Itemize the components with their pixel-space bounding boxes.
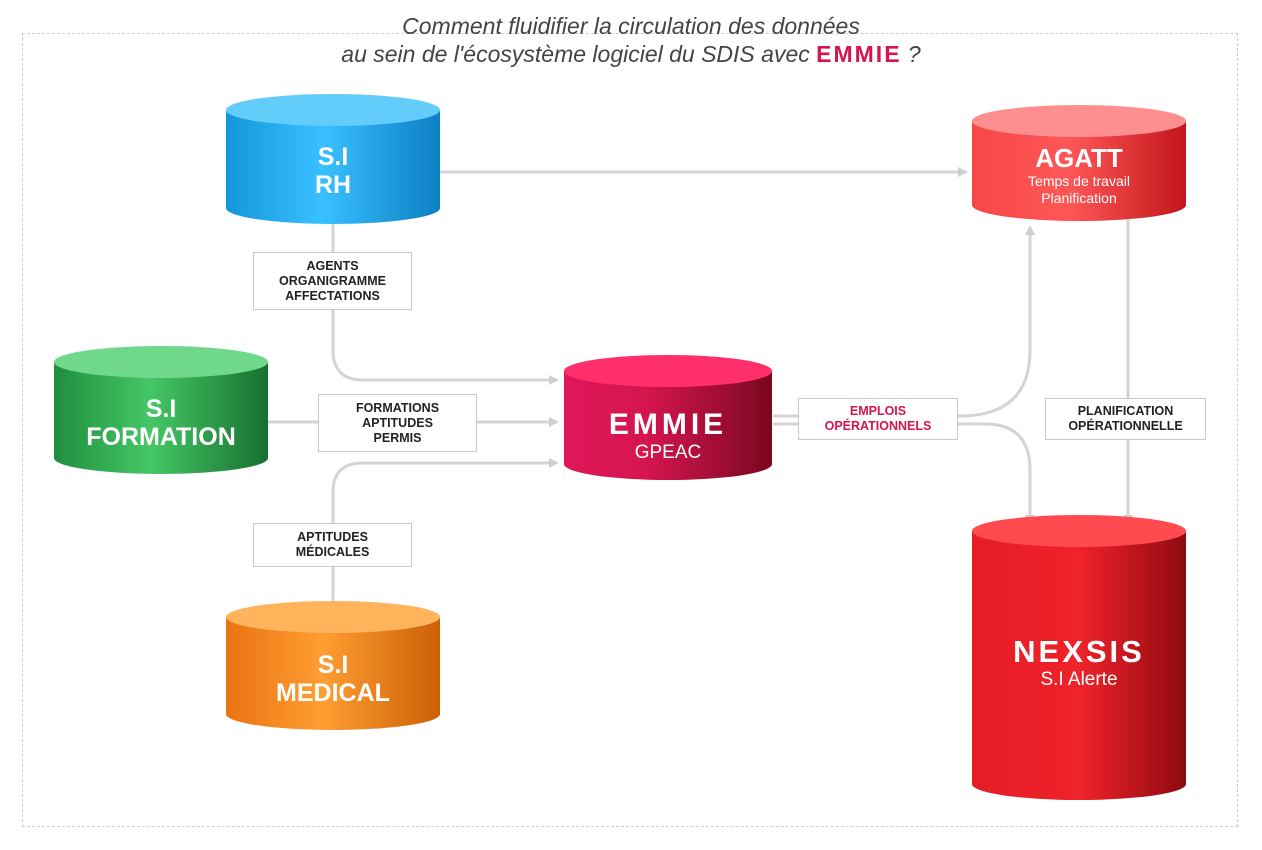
connector-rh-emmie <box>331 222 559 385</box>
label-agatt-nexsis: PLANIFICATION OPÉRATIONNELLE <box>1045 398 1206 440</box>
label-agatt-nexsis-line1: PLANIFICATION <box>1077 404 1174 418</box>
connector-emmie-agatt <box>773 225 1035 418</box>
node-emmie: EMMIE GPEAC <box>564 409 772 465</box>
title-line-2: au sein de l'écosystème logiciel du SDIS… <box>0 40 1262 68</box>
cylinder-agatt <box>972 105 1186 221</box>
node-nexsis-subtitle: S.I Alerte <box>1040 669 1118 690</box>
label-formation-emmie: FORMATIONS APTITUDES PERMIS <box>318 394 477 452</box>
label-rh-emmie-line2: ORGANIGRAMME <box>279 273 386 288</box>
node-agatt: AGATT Temps de travail Planification <box>972 144 1186 207</box>
label-formation-emmie-line1: FORMATIONS <box>355 400 440 415</box>
node-si-rh: S.I RH <box>226 143 440 199</box>
node-agatt-line3: Planification <box>1041 190 1117 206</box>
label-medical-emmie: APTITUDES MÉDICALES <box>253 523 412 567</box>
label-formation-emmie-line2: APTITUDES <box>362 415 433 430</box>
node-agatt-line2: Temps de travail <box>1028 173 1130 189</box>
node-si-formation-line2: FORMATION <box>86 423 236 451</box>
title-line-1: Comment fluidifier la circulation des do… <box>402 13 860 39</box>
title-suffix: ? <box>901 41 921 67</box>
node-emmie-logo: EMMIE <box>608 408 728 441</box>
title-brand-emmie: EMMIE <box>816 41 902 67</box>
connector-emmie-nexsis <box>773 422 1035 525</box>
node-si-rh-line2: RH <box>314 171 352 199</box>
label-rh-emmie-line3: AFFECTATIONS <box>285 288 380 303</box>
label-agatt-nexsis-line2: OPÉRATIONNELLE <box>1068 419 1183 433</box>
label-emmie-out-line2: OPÉRATIONNELS <box>824 419 932 433</box>
connector-medical-emmie <box>331 458 559 605</box>
label-medical-emmie-line1: APTITUDES <box>297 530 368 544</box>
node-si-formation: S.I FORMATION <box>54 395 268 451</box>
cylinder-si-formation <box>54 346 268 474</box>
label-rh-emmie-line1: AGENTS <box>306 258 359 273</box>
title-line-2-text: au sein de l'écosystème logiciel du SDIS… <box>341 41 810 67</box>
node-si-medical: S.I MEDICAL <box>226 651 440 707</box>
node-nexsis: NEXSIS S.I Alerte <box>972 636 1186 692</box>
node-si-rh-line1: S.I <box>317 143 349 171</box>
cylinder-si-medical <box>226 601 440 730</box>
diagram-frame <box>22 33 1238 827</box>
label-emmie-out-line1: EMPLOIS <box>849 404 907 418</box>
cylinder-emmie <box>564 355 772 480</box>
node-si-medical-line2: MEDICAL <box>276 679 390 707</box>
diagram-title: Comment fluidifier la circulation des do… <box>0 12 1262 68</box>
cylinder-si-rh <box>226 94 440 224</box>
node-si-medical-line1: S.I <box>317 651 349 679</box>
cylinder-nexsis <box>972 515 1186 800</box>
label-rh-emmie: AGENTS ORGANIGRAMME AFFECTATIONS <box>253 252 412 310</box>
label-medical-emmie-line2: MÉDICALES <box>295 545 370 559</box>
node-agatt-title: AGATT <box>1035 143 1123 173</box>
node-emmie-subtitle: GPEAC <box>634 442 702 463</box>
node-si-formation-line1: S.I <box>145 395 177 423</box>
label-emmie-out: EMPLOIS OPÉRATIONNELS <box>798 398 958 440</box>
label-formation-emmie-line3: PERMIS <box>373 430 422 445</box>
node-nexsis-logo: NEXSIS <box>1013 634 1145 669</box>
